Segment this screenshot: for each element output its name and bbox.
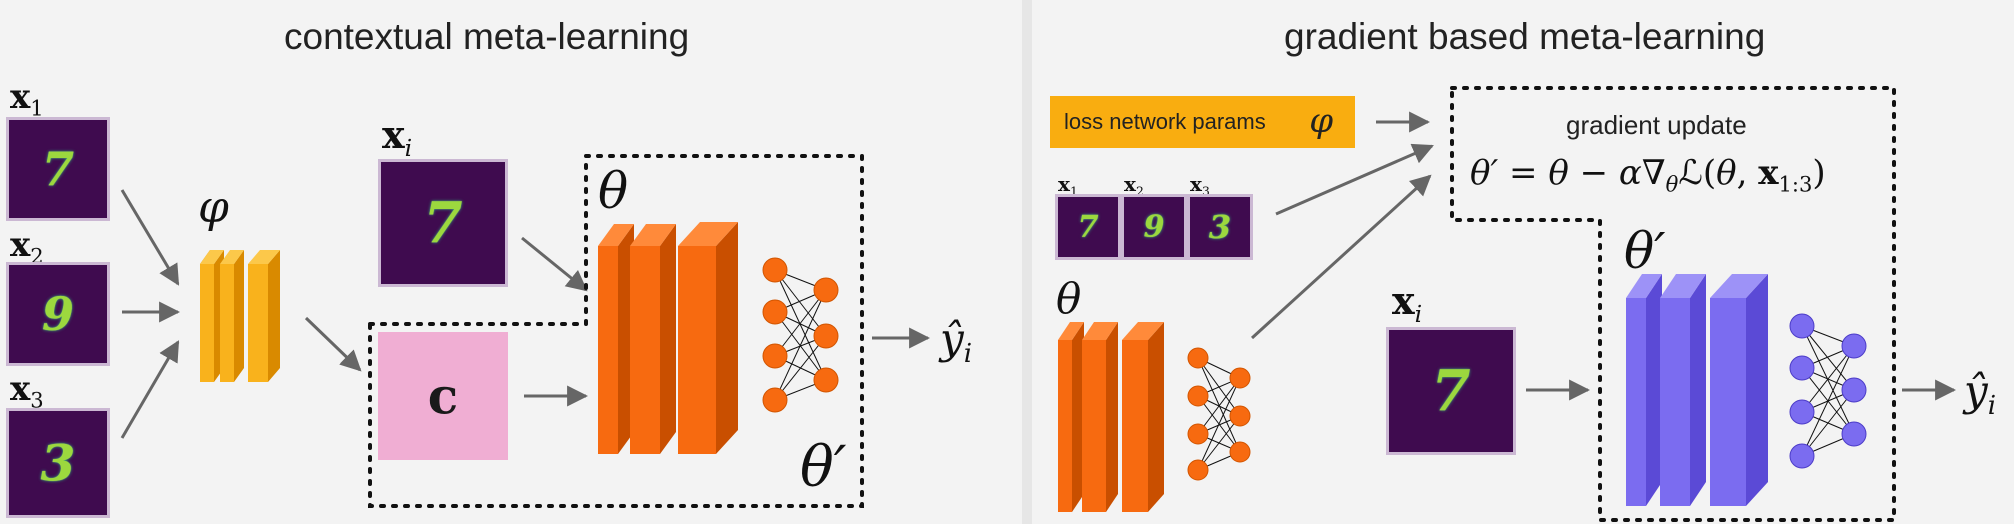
neural-network-nodes [1789,313,1867,469]
arrow [1250,174,1432,340]
context-box: c [378,332,508,460]
loss-params-box: loss network params φ [1050,96,1355,148]
arrow [120,189,180,286]
neural-network-nodes [762,257,839,413]
left-panel-title: contextual meta-learning [284,16,690,57]
phi-network-layers [200,250,280,382]
theta-label-right: θ [1056,274,1082,323]
input-digit-image-3: 3 [6,408,110,518]
layer-stack [1082,322,1118,512]
layer-stack [1058,322,1084,512]
arrow [1275,143,1434,216]
support-digit-image-1: 7 [1055,194,1121,260]
theta-prime-label-right: θ′ [1624,222,1666,280]
neural-network-nodes [1187,347,1251,481]
left-panel-background [0,0,1022,524]
gradient-update-formula: θ′ = θ − α∇θℒ(θ, x1:3) [1470,153,1826,197]
input-label-x1: x1 [10,77,44,121]
theta-network-layers [598,222,738,454]
loss-params-phi: φ [1309,101,1333,142]
theta-prime-region-right [1450,86,1896,522]
input-label-x2: x2 [10,225,44,269]
layer-stack [1710,274,1768,506]
theta-prime-network-layers [1626,274,1768,506]
theta-label: θ [598,162,629,220]
layer-stack [1122,322,1164,512]
layer-stack [598,224,634,454]
input-digit-image-2: 9 [6,262,110,366]
support-digit-image-3: 3 [1187,194,1253,260]
loss-params-label: loss network params [1064,109,1266,134]
query-digit-image: 7 [378,159,508,287]
support-digit-image-2: 9 [1121,194,1187,260]
input-digit-image-1: 7 [6,117,110,221]
neural-network-graph [1197,357,1241,471]
panel-divider [1022,0,1032,524]
query-digit-image-right: 7 [1386,327,1516,455]
arrow [521,236,588,292]
query-label-xi: xi [382,112,413,163]
arrow [304,316,362,372]
theta-network-layers-right [1058,322,1164,512]
output-label-yhat: ŷi [940,314,973,370]
layer-stack [678,222,738,454]
support-label-x3: x3 [1190,172,1210,199]
support-label-x1: x1 [1058,172,1078,199]
phi-label: φ [198,182,229,233]
arrow [120,340,180,439]
right-panel-title: gradient based meta-learning [1284,16,1766,57]
layer-stack [1626,274,1662,506]
layer-stack [220,250,244,382]
input-label-x3: x3 [10,369,44,413]
support-label-x2: x2 [1124,172,1144,199]
query-label-xi-right: xi [1392,278,1423,329]
gradient-update-title: gradient update [1566,110,1747,140]
theta-prime-region-left [368,154,864,508]
output-label-yhat-right: ŷi [1964,366,1997,422]
layer-stack [248,250,280,382]
layer-stack [630,224,676,454]
theta-prime-label: θ′ [800,435,847,500]
layer-stack [1660,274,1706,506]
